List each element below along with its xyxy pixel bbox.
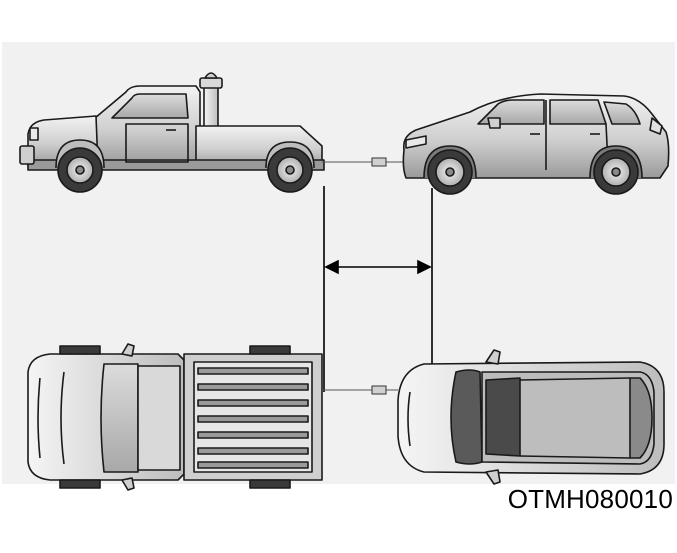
suv-top	[397, 349, 665, 485]
tow-truck-side	[19, 72, 325, 193]
distance-arrow	[323, 186, 433, 398]
tow-line-top	[322, 385, 398, 395]
figure-code-label: OTMH080010	[507, 484, 673, 514]
suv-side	[402, 93, 670, 195]
tow-truck-top	[27, 343, 323, 491]
tow-line-side	[322, 157, 404, 167]
